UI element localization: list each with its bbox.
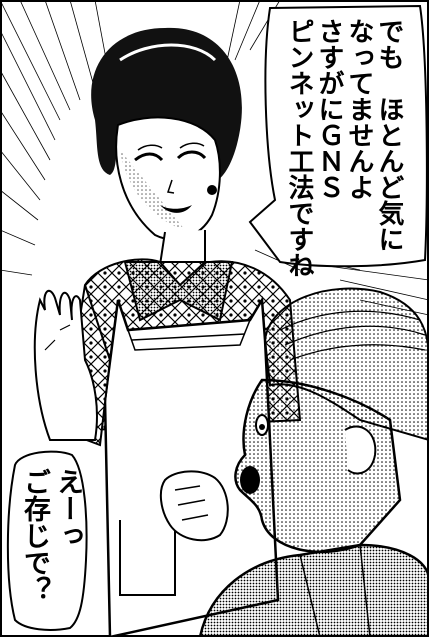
woman-figure [33, 27, 302, 637]
speech-line: ピンネット工法ですね [284, 18, 314, 278]
speech-bubble-woman [248, 4, 428, 268]
speech-line: さすがにＧＮＳ [314, 18, 344, 200]
speech-bubble-man [6, 450, 88, 631]
speech-line: でも ほとんど気に [374, 18, 404, 252]
speech-line: えーっ [52, 468, 83, 549]
speech-line: ご存じで？ [19, 468, 50, 603]
speech-bubble-man-text: えーっ ご存じで？ [15, 468, 83, 603]
speech-line: なってませんよ [344, 18, 374, 200]
speech-bubble-woman-text: でも ほとんど気に なってませんよ さすがにＧＮＳ ピンネット工法ですね [282, 18, 404, 278]
man-figure [198, 287, 429, 637]
